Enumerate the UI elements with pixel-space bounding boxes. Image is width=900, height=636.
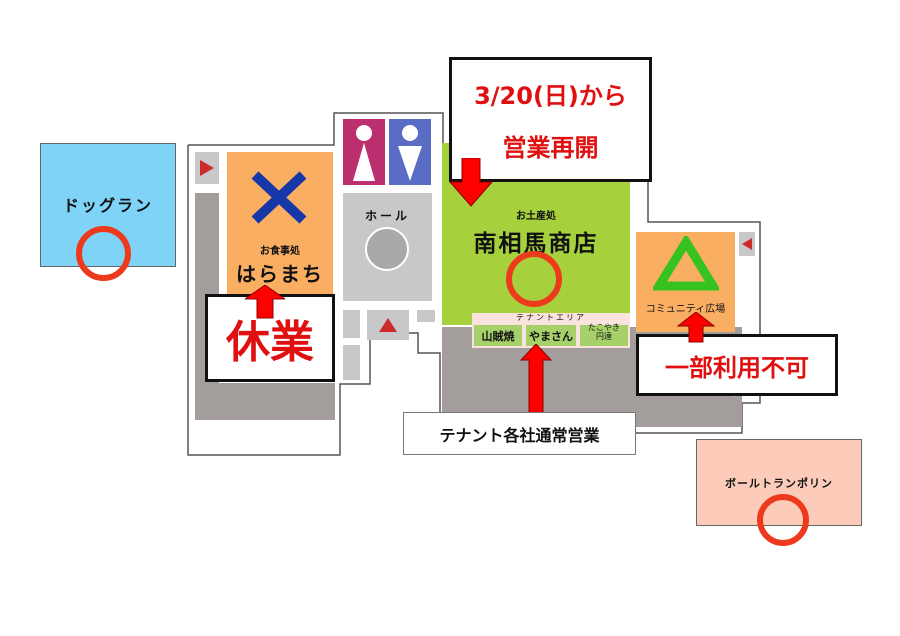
restaurant-label: はらまち [236, 262, 324, 286]
available-ring-icon [76, 226, 131, 281]
restaurant-sublabel: お食事処 [260, 246, 300, 257]
callout-restaurant-closed: 休業 [205, 294, 335, 382]
souvenir-sublabel: お土産処 [516, 211, 556, 222]
limited-triangle-icon [653, 236, 719, 291]
corridor-bottom-left [195, 383, 335, 420]
tenant-label: たこやき 円達 [588, 323, 620, 341]
dog-run-label: ドッグラン [62, 196, 153, 215]
entrance-arrow-up-icon [379, 318, 397, 332]
pad-b [343, 345, 360, 380]
community-plaza-label: コミュニティ広場 [645, 304, 726, 315]
hall-circle-icon [365, 227, 409, 271]
arrow-down-icon [448, 158, 494, 207]
callout-souvenir-reopen: 3/20(日)から 営業再開 [449, 57, 652, 182]
arrow-up-icon [519, 344, 553, 415]
callout-tenants-text: テナント各社通常営業 [439, 425, 600, 445]
ball-trampoline-label: ボールトランポリン [725, 477, 833, 490]
tenant-area-label: テナントエリア [516, 313, 586, 322]
pad-c [417, 310, 435, 322]
tenant-sanzokuyaki[interactable] [474, 325, 522, 346]
female-figure-icon [353, 125, 375, 181]
entrance-arrow-right-icon [200, 160, 214, 176]
area-restaurant[interactable] [227, 152, 333, 304]
callout-souvenir-date: 3/20(日)から [474, 82, 627, 111]
callout-community-limited: 一部利用不可 [636, 334, 838, 396]
pad-a [343, 310, 360, 338]
callout-tenants-open: テナント各社通常営業 [403, 412, 636, 455]
tenant-label: 山賊焼 [481, 330, 515, 343]
corridor-right-bottom [636, 395, 734, 415]
available-ring-icon [757, 494, 809, 546]
arrow-up-icon [676, 312, 716, 343]
male-figure-icon [398, 125, 422, 181]
available-ring-icon [506, 251, 562, 307]
closed-cross-icon [251, 171, 307, 224]
callout-community-text: 一部利用不可 [665, 353, 809, 382]
entrance-arrow-left-icon [742, 238, 752, 250]
callout-restaurant-text: 休業 [226, 317, 314, 368]
tenant-yamasan[interactable] [526, 325, 576, 346]
tenant-takoyaki[interactable] [580, 325, 628, 346]
callout-souvenir-status: 営業再開 [502, 133, 599, 162]
arrow-up-icon [245, 285, 285, 319]
tenant-label: やまさん [529, 330, 573, 343]
hall-label: ホール [364, 209, 410, 223]
